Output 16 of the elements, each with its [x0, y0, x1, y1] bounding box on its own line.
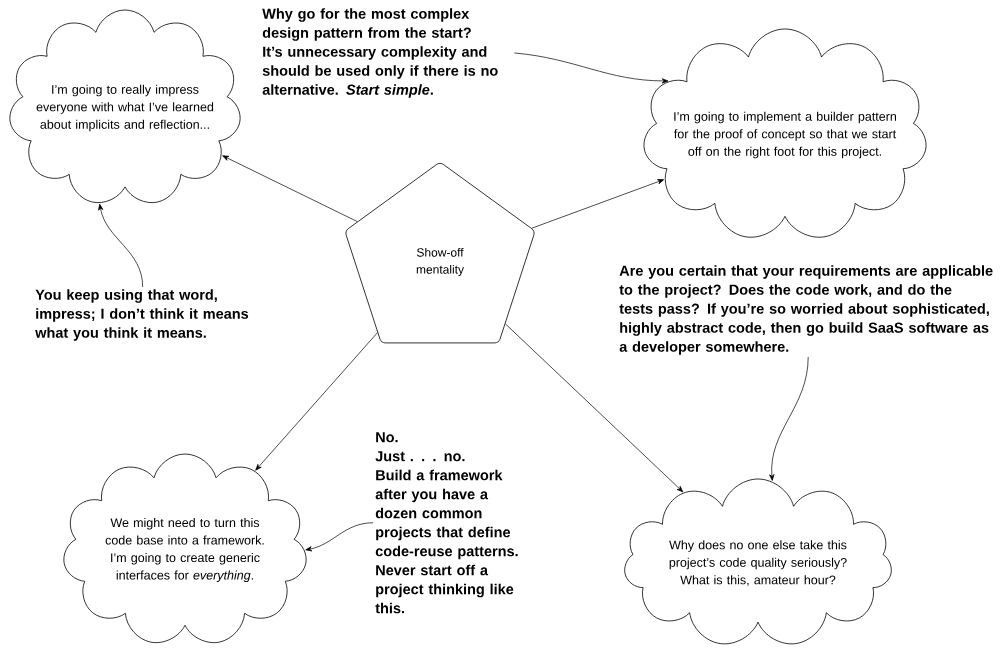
annotation-text: Are you certain that your requirements are applicable to the project? Does the code work, and do the tests pass? If you’re so worried about sophisticated, highly abstract code, then go build SaaS software as a developer somewhere.: [619, 265, 993, 355]
annotation-text: You keep using that word, impress; I don’t think it means what you think it means.: [35, 289, 249, 341]
curved-arrow: [305, 522, 374, 552]
arrow: [531, 179, 665, 229]
thought-cloud: I’m going to really impress everyone with what I’ve learned about implicits and reflection...: [9, 9, 241, 204]
thought-cloud: Why does no one else take this project’s code quality seriously? What is this, amateur hour?: [624, 478, 892, 645]
annotation-text: Why go for the most complex design pattern from the start? It’s unnecessary complexity and should be used only if there is no alternative. Start simple.: [262, 8, 498, 98]
curved-arrow: [98, 203, 144, 288]
arrow: [255, 332, 378, 471]
curved-arrow: [514, 52, 669, 84]
arrow: [222, 155, 358, 222]
annotation-text: No. Just . . . no. Build a framework after you have a dozen common projects that define code-reuse patterns. Never start off a project thinking like this.: [375, 432, 518, 614]
thought-cloud: I’m going to implement a builder pattern for the proof of concept so that we start off on the right foot for this project.: [643, 28, 927, 238]
curved-arrow: [769, 356, 809, 481]
arrow: [505, 323, 684, 493]
thought-cloud: We might need to turn this code base into a framework. I’m going to create generic interfaces for everything.: [63, 453, 307, 643]
